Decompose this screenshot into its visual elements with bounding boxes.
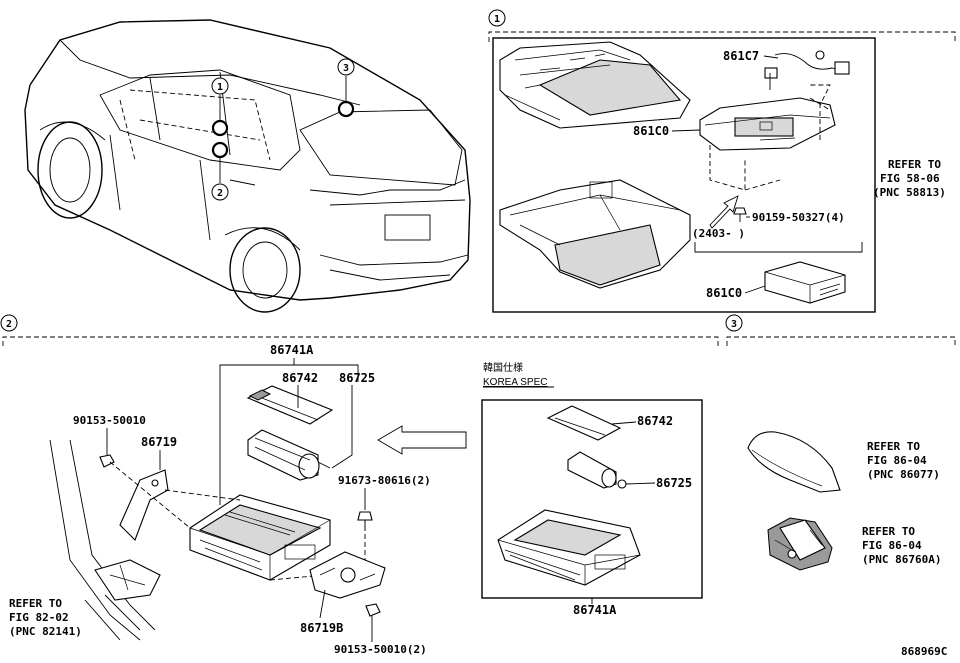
- label-bolt-90159: 90159-50327(4): [752, 211, 845, 224]
- svg-text:2: 2: [217, 188, 223, 199]
- refer-fig-82-02: REFER TO FIG 82-02 (PNC 82141): [9, 597, 82, 638]
- nut-90153-bottom: [365, 603, 381, 617]
- part-shark-fin-antenna: [747, 431, 841, 493]
- part-861C0-module: [764, 261, 846, 304]
- korea-spec-label: 韓国仕様 KOREA SPEC: [483, 361, 554, 388]
- label-861C7: 861C7: [723, 49, 759, 63]
- refer-fig-86-04-a: REFER TO FIG 86-04 (PNC 86077): [867, 440, 940, 481]
- svg-text:REFER TO: REFER TO: [862, 525, 915, 538]
- part-86725-battery-right: [567, 451, 627, 489]
- label-86742-right: 86742: [637, 414, 673, 428]
- label-date-range: (2403- ): [692, 227, 745, 240]
- svg-text:KOREA SPEC: KOREA SPEC: [483, 377, 547, 388]
- label-91673: 91673-80616(2): [338, 474, 431, 487]
- svg-text:3: 3: [731, 319, 737, 330]
- svg-text:FIG 86-04: FIG 86-04: [862, 539, 922, 552]
- svg-text:(PNC 82141): (PNC 82141): [9, 625, 82, 638]
- nut-90153-top: [99, 454, 115, 468]
- label-861C0-bottom: 861C0: [706, 286, 742, 300]
- storage-tray-upper: [499, 41, 691, 129]
- part-86719B-bracket: [309, 551, 386, 599]
- label-861C0-top: 861C0: [633, 124, 669, 138]
- bolt-90159: [733, 207, 747, 222]
- svg-text:1: 1: [494, 14, 500, 25]
- label-86719: 86719: [141, 435, 177, 449]
- svg-text:(PNC 58813): (PNC 58813): [873, 186, 946, 199]
- storage-tray-lower: [499, 179, 691, 289]
- svg-text:2: 2: [6, 319, 12, 330]
- section-1-box: [492, 37, 876, 313]
- part-86719-bracket: [119, 469, 169, 541]
- vehicle-index-3: 3: [337, 58, 355, 76]
- part-861C0-bracket: [699, 97, 836, 151]
- svg-text:REFER TO: REFER TO: [9, 597, 62, 610]
- part-861C7-cable: [764, 50, 850, 90]
- part-antenna-base: [767, 517, 833, 571]
- svg-text:FIG 86-04: FIG 86-04: [867, 454, 927, 467]
- svg-text:韓国仕様: 韓国仕様: [483, 361, 523, 374]
- section-3-header: 3: [725, 314, 956, 346]
- svg-text:1: 1: [217, 82, 223, 93]
- label-86741A-top: 86741A: [270, 343, 314, 357]
- svg-text:3: 3: [343, 63, 349, 74]
- svg-text:REFER TO: REFER TO: [888, 158, 941, 171]
- refer-fig-86-04-b: REFER TO FIG 86-04 (PNC 86760A): [862, 525, 941, 566]
- section-2-header: 2: [0, 314, 719, 346]
- svg-text:FIG 58-06: FIG 58-06: [880, 172, 940, 185]
- part-86742-cover-left: [246, 385, 334, 425]
- label-86725-right: 86725: [656, 476, 692, 490]
- section-1-header: 1: [488, 9, 956, 42]
- label-86725-left: 86725: [339, 371, 375, 385]
- vehicle-illustration: [24, 19, 471, 313]
- refer-fig-58-06: REFER TO FIG 58-06 (PNC 58813): [873, 158, 946, 199]
- svg-text:(PNC 86760A): (PNC 86760A): [862, 553, 941, 566]
- label-90153-bottom: 90153-50010(2): [334, 643, 427, 656]
- part-86741A-ecu-main: [189, 494, 331, 581]
- bolt-91673: [357, 511, 373, 530]
- body-frame-piece: [49, 439, 161, 641]
- label-90153-top: 90153-50010: [73, 414, 146, 427]
- part-86742-cover-right: [546, 405, 622, 441]
- svg-text:REFER TO: REFER TO: [867, 440, 920, 453]
- vehicle-index-2: 2: [211, 183, 229, 201]
- figure-code: 868969C: [901, 645, 947, 658]
- svg-text:FIG 82-02: FIG 82-02: [9, 611, 69, 624]
- vehicle-index-1: 1: [211, 77, 229, 95]
- svg-text:(PNC 86077): (PNC 86077): [867, 468, 940, 481]
- arrow-korea-spec: [377, 425, 467, 455]
- part-86741A-ecu-right: [497, 509, 641, 586]
- part-86725-battery-left: [247, 429, 331, 481]
- label-86742-left: 86742: [282, 371, 318, 385]
- label-86719B: 86719B: [300, 621, 343, 635]
- label-86741A-bottom: 86741A: [573, 603, 617, 617]
